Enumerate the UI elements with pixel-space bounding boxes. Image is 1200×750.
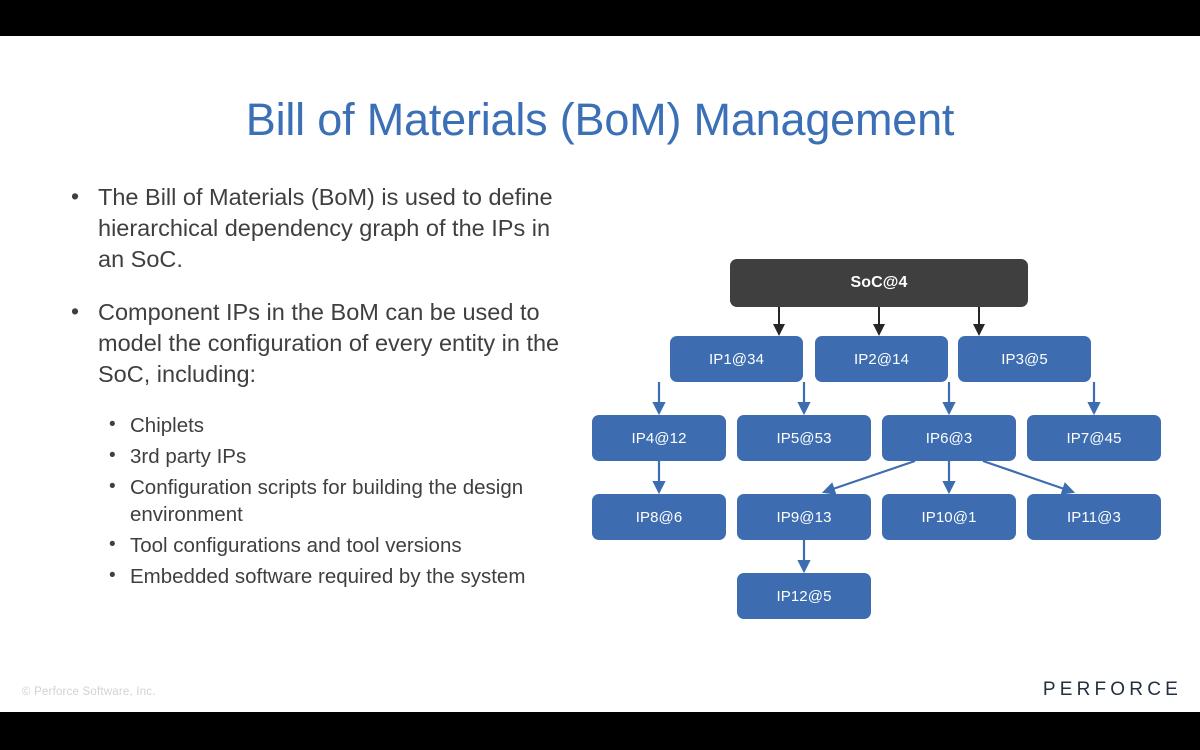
bullet-item: • The Bill of Materials (BoM) is used to… (62, 182, 562, 275)
copyright-text: © Perforce Software, Inc. (22, 686, 156, 698)
diagram-node-ip12: IP12@5 (737, 573, 871, 619)
diagram-node-soc: SoC@4 (730, 259, 1028, 307)
diagram-node-label: IP3@5 (1001, 350, 1048, 368)
diagram-node-ip2: IP2@14 (815, 336, 948, 382)
diagram-node-ip6: IP6@3 (882, 415, 1016, 461)
diagram-node-label: IP6@3 (925, 429, 973, 447)
diagram-edge-ip6-to-ip9 (821, 459, 916, 495)
letterbox-bottom (0, 712, 1200, 750)
bullet-marker-icon: • (109, 476, 116, 497)
bullet-text: The Bill of Materials (BoM) is used to d… (98, 184, 553, 272)
sub-bullet-text: 3rd party IPs (130, 445, 247, 468)
bullet-marker-icon: • (109, 534, 116, 555)
diagram-node-ip8: IP8@6 (592, 494, 726, 540)
sub-bullet-text: Embedded software required by the system (130, 565, 526, 588)
diagram-edge-ip6-to-ip11 (982, 459, 1076, 495)
diagram-node-ip10: IP10@1 (882, 494, 1016, 540)
sub-bullet-item: • Tool configurations and tool versions (102, 532, 562, 559)
bullet-marker-icon: • (109, 414, 116, 435)
diagram-node-ip4: IP4@12 (592, 415, 726, 461)
diagram-node-ip11: IP11@3 (1027, 494, 1161, 540)
diagram-node-ip5: IP5@53 (737, 415, 871, 461)
bullet-item: • Component IPs in the BoM can be used t… (62, 297, 562, 390)
sub-bullet-item: • Chiplets (102, 412, 562, 439)
sub-bullet-item: • Embedded software required by the syst… (102, 563, 562, 590)
slide-canvas: Bill of Materials (BoM) Management • The… (0, 36, 1200, 712)
diagram-node-label: IP12@5 (776, 587, 832, 605)
diagram-node-ip3: IP3@5 (958, 336, 1091, 382)
bullet-marker-icon: • (71, 183, 80, 209)
diagram-node-ip1: IP1@34 (670, 336, 803, 382)
diagram-node-label: IP8@6 (635, 508, 683, 526)
sub-bullet-text: Chiplets (130, 414, 205, 437)
sub-bullet-item: • Configuration scripts for building the… (102, 474, 562, 528)
perforce-logo: PERFORCE (1042, 679, 1182, 700)
sub-bullet-text: Configuration scripts for building the d… (130, 476, 524, 526)
letterbox-top (0, 0, 1200, 36)
diagram-node-label: IP9@13 (776, 508, 832, 526)
bullet-text: Component IPs in the BoM can be used to … (98, 299, 560, 387)
sub-bullet-list: • Chiplets • 3rd party IPs • Configurati… (62, 412, 562, 590)
bullet-marker-icon: • (109, 565, 116, 586)
diagram-node-label: IP1@34 (708, 350, 765, 368)
bullet-list: • The Bill of Materials (BoM) is used to… (62, 182, 562, 594)
bullet-marker-icon: • (109, 445, 116, 466)
diagram-node-label: IP10@1 (921, 508, 977, 526)
sub-bullet-text: Tool configurations and tool versions (130, 534, 462, 557)
diagram-node-label: IP11@3 (1067, 508, 1121, 526)
page-title: Bill of Materials (BoM) Management (245, 94, 955, 145)
sub-bullet-item: • 3rd party IPs (102, 443, 562, 470)
bullet-marker-icon: • (71, 298, 80, 324)
diagram-node-ip9: IP9@13 (737, 494, 871, 540)
diagram-edges (652, 307, 1101, 574)
diagram-node-ip7: IP7@45 (1027, 415, 1161, 461)
diagram-node-label: IP4@12 (631, 429, 687, 447)
diagram-node-label: IP2@14 (853, 350, 910, 368)
diagram-node-label: SoC@4 (850, 274, 908, 291)
diagram-node-label: IP7@45 (1066, 429, 1122, 447)
diagram-node-label: IP5@53 (776, 429, 832, 447)
